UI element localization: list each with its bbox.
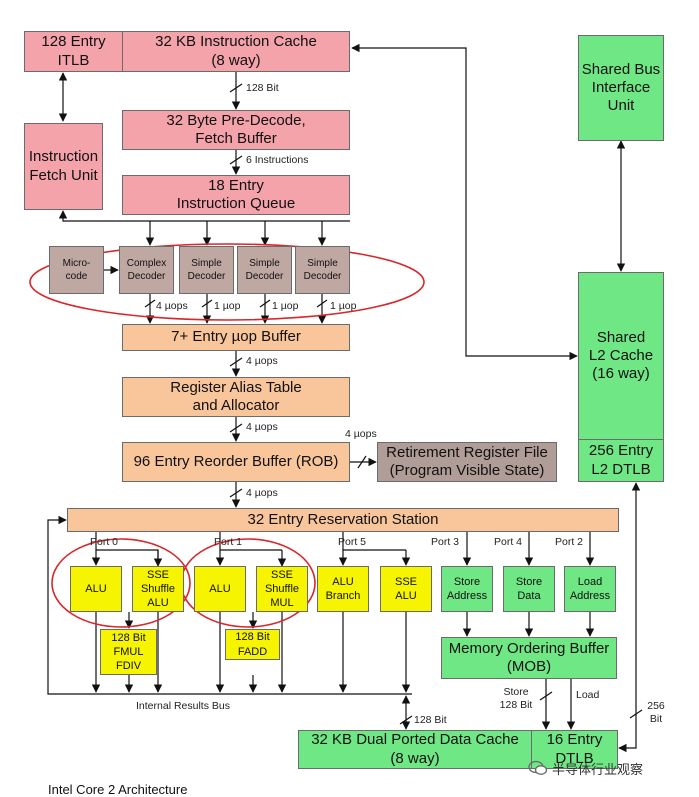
predecode-fetch-buffer-block: 32 Byte Pre-Decode, Fetch Buffer [122,110,350,150]
sse-alu-block: SSE ALU [380,566,432,612]
sse-shuffle-alu-block: SSE Shuffle ALU [132,566,184,612]
register-alias-table-block: Register Alias Table and Allocator [122,377,350,417]
instruction-queue-block: 18 Entry Instruction Queue [122,175,350,215]
port-label: Port 4 [494,536,523,548]
l2-dtlb-block: 256 Entry L2 DTLB [578,439,664,482]
uops-label: 4 µops [345,428,377,440]
watermark: 半导体行业观察 [528,757,688,779]
complex-decoder-block: Complex Decoder [119,246,174,294]
uops-label: 4 µops [156,300,188,312]
store-bus-label: Store 128 Bit [499,686,533,712]
instruction-cache-block: 32 KB Instruction Cache (8 way) [122,31,350,72]
itlb-block: 128 Entry ITLB [24,31,123,72]
bus-width-label: 128 Bit [246,82,279,94]
port-label: Port 5 [338,536,367,548]
fadd-block: 128 Bit FADD [225,629,280,660]
store-data-block: Store Data [503,566,555,612]
uops-label: 4 µops [246,421,278,433]
retirement-register-file-block: Retirement Register File (Program Visibl… [377,442,557,482]
instruction-fetch-unit-block: Instruction Fetch Unit [24,123,103,210]
port-label: Port 2 [555,536,584,548]
sse-shuffle-mul-block: SSE Shuffle MUL [256,566,308,612]
uops-label: 4 µops [246,355,278,367]
alu-port1-block: ALU [194,566,246,612]
bus-width-label: 256 Bit [647,700,665,726]
simple-decoder-block-1: Simple Decoder [179,246,234,294]
decoder-highlight-ellipse [29,243,425,321]
shared-bus-interface-block: Shared Bus Interface Unit [578,35,664,141]
bus-width-label: 128 Bit [414,714,447,726]
simple-decoder-block-3: Simple Decoder [295,246,350,294]
six-instructions-label: 6 Instructions [246,154,309,166]
port-label: Port 1 [214,536,243,548]
alu-branch-block: ALU Branch [317,566,369,612]
port0-highlight-ellipse [51,538,191,628]
reservation-station-block: 32 Entry Reservation Station [67,508,619,532]
alu-port0-block: ALU [70,566,122,612]
reorder-buffer-block: 96 Entry Reorder Buffer (ROB) [122,442,350,482]
dtlb-block: 16 Entry DTLB [531,730,618,769]
simple-decoder-block-2: Simple Decoder [237,246,292,294]
port-label: Port 0 [90,536,119,548]
uop-label: 1 µop [330,300,357,312]
data-cache-block: 32 KB Dual Ported Data Cache (8 way) [298,730,532,769]
microcode-block: Micro- code [49,246,104,294]
load-bus-label: Load [576,689,600,701]
memory-ordering-buffer-block: Memory Ordering Buffer (MOB) [441,637,617,679]
uop-label: 1 µop [272,300,299,312]
port-label: Port 3 [431,536,460,548]
uop-label: 1 µop [214,300,241,312]
uop-buffer-block: 7+ Entry µop Buffer [122,324,350,351]
watermark-text: 半导体行业观察 [552,761,644,777]
store-address-block: Store Address [441,566,493,612]
internal-results-bus-label: Internal Results Bus [136,700,230,712]
figure-caption: Intel Core 2 Architecture [48,782,188,797]
load-address-block: Load Address [564,566,616,612]
wechat-icon [528,760,548,775]
uops-label: 4 µops [246,487,278,499]
l2-cache-block: Shared L2 Cache (16 way) [578,272,664,440]
fmul-fdiv-block: 128 Bit FMUL FDIV [100,629,157,675]
